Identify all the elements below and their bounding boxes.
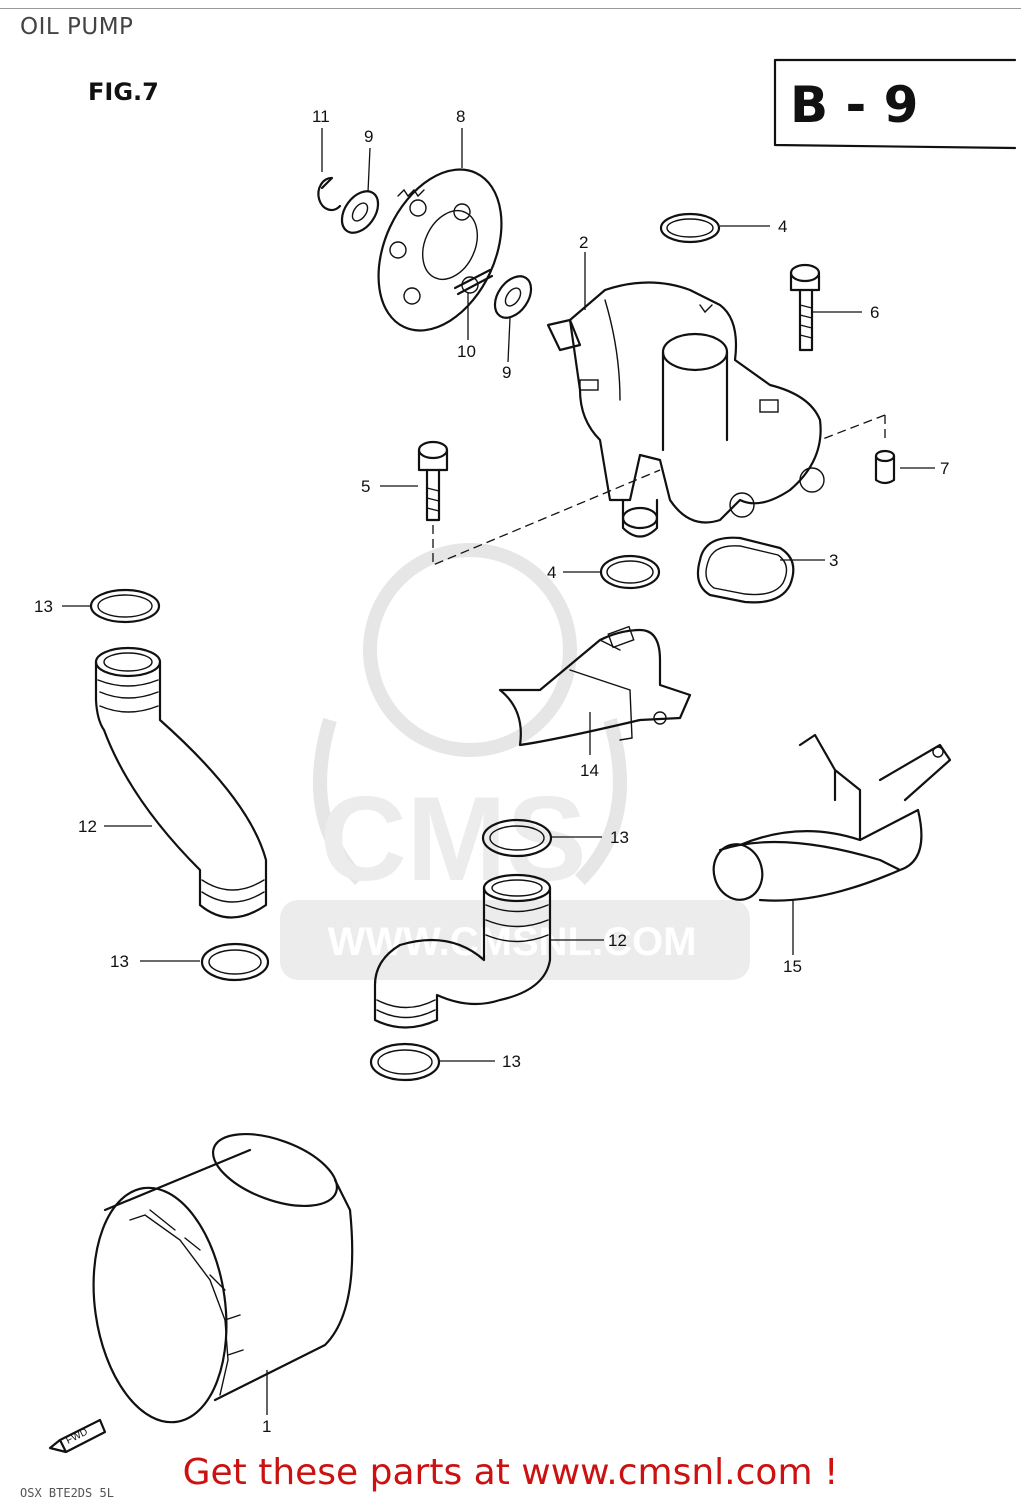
bolt-5	[417, 440, 449, 522]
diagram-code: OSX BTE2DS 5L	[20, 1486, 114, 1500]
label-2: 2	[579, 233, 588, 252]
o-ring-13-b	[200, 942, 270, 982]
label-3: 3	[829, 551, 838, 570]
label-13-c: 13	[610, 828, 629, 847]
oil-pipe-12-left	[94, 646, 268, 919]
label-12-left: 12	[78, 817, 97, 836]
label-13-d: 13	[502, 1052, 521, 1071]
label-13-b: 13	[110, 952, 129, 971]
pump-gear-8	[377, 168, 503, 332]
cta-link[interactable]: Get these parts at www.cmsnl.com !	[182, 1452, 839, 1493]
gasket-3	[696, 536, 795, 604]
o-ring-4-upper	[659, 212, 721, 244]
oil-pipe-12-right	[373, 873, 552, 1029]
label-14: 14	[580, 761, 599, 780]
label-5: 5	[361, 477, 370, 496]
label-10: 10	[457, 342, 476, 361]
assembly-line-7	[819, 414, 886, 441]
label-12-right: 12	[608, 931, 627, 950]
label-4-upper: 4	[778, 217, 787, 236]
fwd-label: FWD	[64, 1427, 89, 1447]
page-title: OIL PUMP	[20, 14, 134, 40]
label-13-a: 13	[34, 597, 53, 616]
oil-pipe-15	[712, 733, 952, 902]
washer-9-lower	[493, 275, 533, 319]
label-9-upper: 9	[364, 127, 373, 146]
o-ring-4-lower	[599, 554, 661, 590]
oil-pump-body-2	[546, 281, 825, 538]
bolt-6	[789, 263, 821, 352]
watermark-logo: CMS	[320, 772, 587, 906]
o-ring-13-c	[481, 818, 553, 858]
dowel-7	[874, 449, 896, 485]
assembly-line-5	[432, 469, 661, 566]
o-ring-13-a	[89, 588, 161, 624]
o-ring-13-d	[369, 1042, 441, 1082]
leader-lines	[62, 128, 935, 1415]
label-7: 7	[940, 459, 949, 478]
section-code: B - 9	[790, 76, 918, 134]
label-15: 15	[783, 957, 802, 976]
circlip-11	[317, 176, 342, 212]
hose-clamp-14	[498, 625, 692, 747]
top-divider	[0, 8, 1021, 9]
oil-filter-1	[92, 1132, 354, 1424]
figure-label: FIG.7	[88, 78, 159, 106]
pin-10	[453, 268, 494, 296]
section-box: B - 9	[773, 58, 1017, 150]
cms-watermark: CMS WWW.CMSNL.COM	[280, 543, 750, 980]
label-8: 8	[456, 107, 465, 126]
label-4-lower: 4	[547, 563, 556, 582]
part-number-labels: 11 9 8 2 4 6 10 9 7 5 4 3 13 14 12 13 12…	[34, 107, 949, 1436]
label-11: 11	[312, 107, 330, 126]
fwd-arrow-icon: FWD	[48, 1418, 107, 1454]
label-1: 1	[262, 1417, 271, 1436]
washer-9-upper	[340, 190, 380, 234]
label-9-lower: 9	[502, 363, 511, 382]
label-6: 6	[870, 303, 879, 322]
